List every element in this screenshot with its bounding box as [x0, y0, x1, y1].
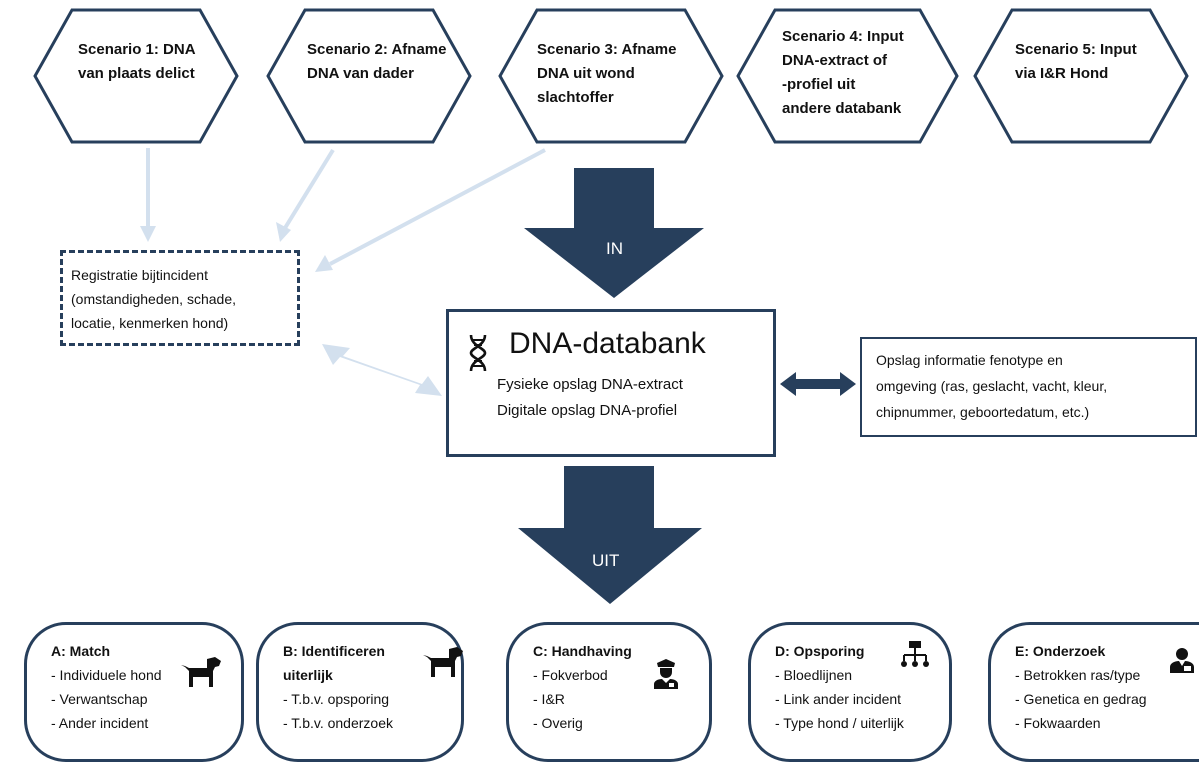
output-item: - Link ander incident: [775, 691, 902, 707]
registration-line: locatie, kenmerken hond): [71, 315, 229, 331]
output-title: B: Identificeren: [283, 643, 385, 659]
output-item: - Type hond / uiterlijk: [775, 715, 904, 731]
out-label: UIT: [592, 551, 619, 570]
output-title: A: Match: [51, 643, 111, 659]
out-arrow: [518, 466, 702, 604]
phenotype-box: Opslag informatie fenotype en omgeving (…: [860, 337, 1197, 437]
output-item: - T.b.v. onderzoek: [283, 715, 393, 731]
registration-box: Registratie bijtincident (omstandigheden…: [60, 250, 300, 346]
output-item: - T.b.v. opsporing: [283, 691, 390, 707]
output-item: - Individuele hond: [51, 667, 162, 683]
phenotype-line: omgeving (ras, geslacht, vacht, kleur,: [876, 378, 1108, 394]
output-box-d: D: Opsporing - Bloedlijnen - Link ander …: [748, 622, 952, 762]
output-box-c: C: Handhaving - Fokverbod - I&R - Overig: [506, 622, 712, 762]
scenario-4-hexagon: [736, 8, 959, 144]
scenario-2-hexagon: [266, 8, 472, 144]
output-box-a: A: Match - Individuele hond - Verwantsch…: [24, 622, 244, 762]
output-title: D: Opsporing: [775, 643, 865, 659]
output-item: - Betrokken ras/type: [1015, 667, 1141, 683]
phenotype-line: Opslag informatie fenotype en: [876, 352, 1063, 368]
output-title-continued: uiterlijk: [283, 667, 333, 683]
output-item: - Verwantschap: [51, 691, 148, 707]
output-item: - Overig: [533, 715, 583, 731]
output-box-b: B: Identificeren uiterlijk - T.b.v. opsp…: [256, 622, 464, 762]
output-item: - Fokwaarden: [1015, 715, 1101, 731]
scenario-1-hexagon: [33, 8, 239, 144]
databank-line-digital: Digitale opslag DNA-profiel: [497, 402, 678, 419]
output-item: - Bloedlijnen: [775, 667, 853, 683]
hierarchy-icon: [901, 641, 929, 667]
diagram-canvas: IN UIT: [33, 8, 1189, 604]
output-item: - Fokverbod: [533, 667, 608, 683]
databank-line-physical: Fysieke opslag DNA-extract: [497, 376, 683, 393]
output-item: - I&R: [533, 691, 565, 707]
dna-databank-box: DNA-databank Fysieke opslag DNA-extract …: [446, 309, 776, 457]
registration-line: Registratie bijtincident: [71, 267, 208, 283]
output-item: - Genetica en gedrag: [1015, 691, 1147, 707]
in-label: IN: [606, 239, 623, 258]
databank-title: DNA-databank: [509, 327, 706, 360]
output-title: E: Onderzoek: [1015, 643, 1106, 659]
databank-phenotype-double-arrow: [780, 372, 856, 396]
registration-databank-double-arrow: [322, 344, 442, 396]
output-box-e: E: Onderzoek - Betrokken ras/type - Gene…: [988, 622, 1199, 762]
in-arrow: [524, 168, 704, 298]
scenario-to-registration-arrows: [140, 148, 546, 272]
output-title: C: Handhaving: [533, 643, 632, 659]
dog-icon: [423, 647, 463, 677]
phenotype-line: chipnummer, geboortedatum, etc.): [876, 404, 1090, 420]
scenario-5-hexagon: [973, 8, 1189, 144]
researcher-icon: [1170, 648, 1194, 673]
registration-line: (omstandigheden, schade,: [71, 291, 236, 307]
dna-icon: [469, 334, 487, 372]
dog-icon: [181, 657, 221, 687]
output-item: - Ander incident: [51, 715, 149, 731]
police-officer-icon: [654, 659, 678, 689]
scenario-3-hexagon: [498, 8, 724, 144]
